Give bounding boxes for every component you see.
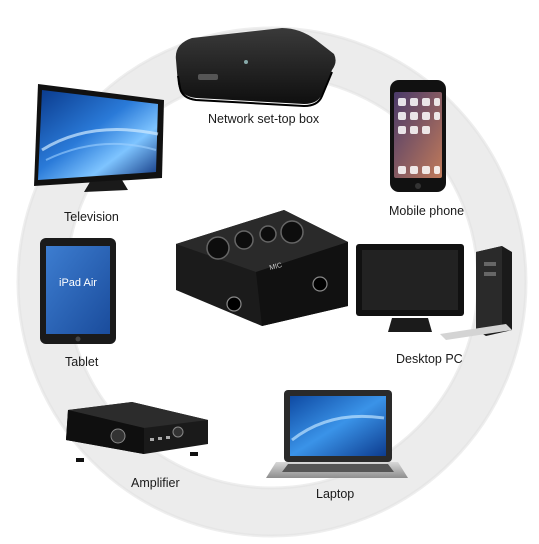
desktop-pc-image	[356, 244, 512, 340]
label-mobile-phone: Mobile phone	[389, 204, 465, 218]
mixer-panel-text: MIC	[269, 262, 283, 272]
amplifier-image	[66, 402, 208, 462]
karaoke-mixer-image: MIC	[176, 210, 348, 326]
label-tablet: Tablet	[65, 355, 99, 369]
label-network-set-top-box: Network set-top box	[208, 112, 320, 126]
tablet-screen-title: iPad Air	[59, 277, 97, 289]
label-laptop: Laptop	[316, 487, 355, 501]
label-television: Television	[64, 210, 119, 224]
mobile-phone-image	[390, 80, 446, 192]
television-image	[34, 84, 164, 192]
label-amplifier: Amplifier	[131, 476, 180, 490]
laptop-image	[266, 390, 408, 478]
tablet-image: iPad Air	[40, 238, 116, 344]
label-desktop-pc: Desktop PC	[396, 352, 463, 366]
network-set-top-box-image	[175, 28, 336, 108]
mixer-knobs	[206, 220, 304, 260]
